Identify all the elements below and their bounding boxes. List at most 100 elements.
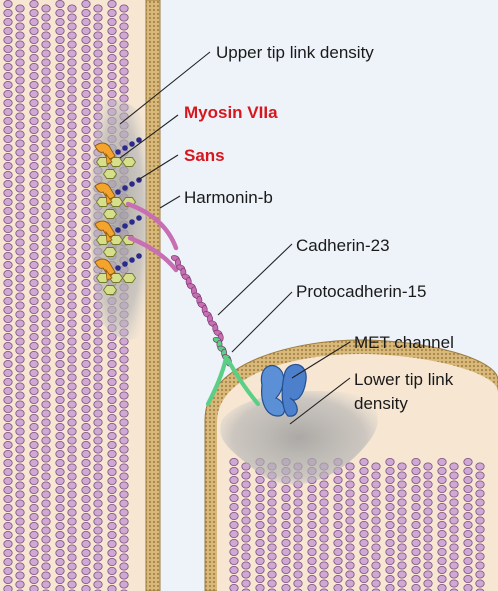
label-cadherin-23: Cadherin-23 (296, 236, 390, 255)
actin-bead (3, 197, 13, 206)
actin-bead (423, 462, 433, 471)
actin-bead (449, 471, 459, 480)
actin-bead (3, 260, 13, 269)
actin-bead (107, 540, 117, 549)
actin-bead (29, 260, 39, 269)
actin-bead (55, 26, 65, 35)
actin-bead (3, 161, 13, 170)
actin-bead (41, 76, 51, 85)
actin-bead (81, 359, 91, 368)
actin-bead (107, 26, 117, 35)
actin-bead (281, 484, 291, 493)
actin-bead (67, 409, 77, 418)
actin-bead (371, 588, 381, 591)
actin-bead (229, 484, 239, 493)
actin-bead (437, 557, 447, 566)
actin-bead (55, 314, 65, 323)
actin-bead (385, 502, 395, 511)
actin-bead (15, 40, 25, 49)
actin-bead (29, 522, 39, 531)
actin-bead (475, 570, 485, 579)
actin-bead (371, 489, 381, 498)
actin-bead (93, 481, 103, 490)
actin-bead (55, 485, 65, 494)
actin-bead (229, 584, 239, 591)
actin-bead (41, 139, 51, 148)
myosin-viia-head (94, 142, 116, 160)
actin-bead (81, 431, 91, 440)
actin-bead (307, 584, 317, 591)
actin-bead (107, 17, 117, 26)
actin-bead (333, 584, 343, 591)
actin-bead (81, 63, 91, 72)
actin-bead (15, 400, 25, 409)
actin-bead (41, 22, 51, 31)
actin-bead (371, 552, 381, 561)
actin-bead (255, 530, 265, 539)
actin-bead (67, 148, 77, 157)
actin-bead (55, 179, 65, 188)
actin-bead (411, 548, 421, 557)
actin-bead (29, 404, 39, 413)
actin-bead (67, 184, 77, 193)
actin-bead (119, 499, 129, 508)
actin-bead (449, 516, 459, 525)
actin-bead (55, 323, 65, 332)
actin-bead (107, 377, 117, 386)
actin-bead (15, 112, 25, 121)
actin-bead (293, 534, 303, 543)
actin-bead (41, 400, 51, 409)
actin-bead (107, 476, 117, 485)
actin-bead (3, 233, 13, 242)
actin-bead (15, 103, 25, 112)
actin-bead (81, 36, 91, 45)
actin-bead (397, 570, 407, 579)
protocadherin-15-strand (225, 357, 261, 407)
actin-bead (3, 152, 13, 161)
actin-bead (475, 516, 485, 525)
actin-bead (29, 134, 39, 143)
actin-bead (93, 319, 103, 328)
actin-bead (307, 512, 317, 521)
actin-bead (119, 481, 129, 490)
actin-bead (475, 561, 485, 570)
actin-bead (119, 418, 129, 427)
actin-bead (55, 413, 65, 422)
actin-bead (241, 552, 251, 561)
actin-bead (345, 534, 355, 543)
actin-bead (15, 517, 25, 526)
actin-bead (41, 544, 51, 553)
actin-bead (67, 175, 77, 184)
actin-bead (41, 211, 51, 220)
actin-bead (15, 130, 25, 139)
actin-bead (107, 368, 117, 377)
actin-bead (67, 364, 77, 373)
actin-bead (437, 575, 447, 584)
actin-bead (107, 458, 117, 467)
actin-bead (81, 143, 91, 152)
actin-bead (55, 368, 65, 377)
actin-bead (319, 588, 329, 591)
actin-bead (359, 584, 369, 591)
myosin-leader (119, 114, 179, 159)
actin-bead (15, 562, 25, 571)
actin-bead (411, 566, 421, 575)
actin-bead (475, 534, 485, 543)
actin-bead (67, 481, 77, 490)
actin-bead (3, 278, 13, 287)
actin-bead (41, 517, 51, 526)
actin-bead (81, 558, 91, 567)
actin-bead (107, 395, 117, 404)
actin-bead (67, 76, 77, 85)
actin-bead (307, 530, 317, 539)
actin-bead (67, 265, 77, 274)
actin-bead (229, 557, 239, 566)
actin-bead (319, 534, 329, 543)
label-met-channel: MET channel (354, 333, 454, 352)
actin-bead (15, 427, 25, 436)
actin-bead (345, 561, 355, 570)
actin-bead (15, 454, 25, 463)
actin-bead (119, 562, 129, 571)
actin-bead (55, 269, 65, 278)
actin-bead (449, 543, 459, 552)
